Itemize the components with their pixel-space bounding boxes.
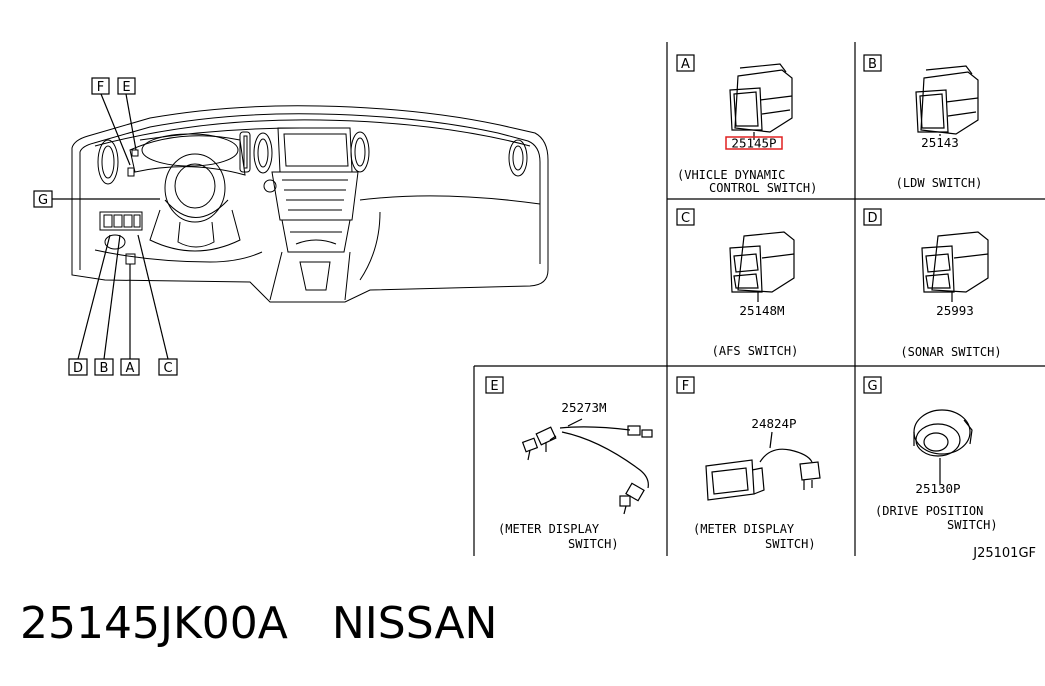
- panel-letters: A B C D E F G: [490, 57, 877, 394]
- switch-f-illustration: [705, 431, 821, 501]
- panel-a-desc-line1: (VHICLE DYNAMIC: [677, 168, 785, 182]
- panel-letter-boxes: [485, 54, 882, 394]
- panel-c-desc-line1: (AFS SWITCH): [712, 344, 799, 358]
- panel-a-desc-line2: CONTROL SWITCH): [709, 181, 817, 195]
- harness-e-illustration: [521, 418, 653, 515]
- switch-b-illustration: [915, 65, 979, 136]
- switch-a-illustration: [729, 63, 793, 140]
- panel-f-part-number: 24824P: [751, 416, 796, 431]
- dashboard-illustration: [71, 105, 549, 303]
- panel-g-part-number: 25130P: [915, 481, 960, 496]
- panel-f-desc-line2: SWITCH): [765, 537, 816, 551]
- panel-e-desc-line2: SWITCH): [568, 537, 619, 551]
- callout-f: F: [97, 80, 104, 95]
- panel-e-letter: E: [490, 379, 498, 394]
- panel-a-letter: A: [681, 57, 690, 72]
- panel-g-letter: G: [867, 379, 877, 394]
- panel-e-desc-line1: (METER DISPLAY: [498, 522, 600, 536]
- callout-b: B: [100, 361, 109, 376]
- panel-b-desc-line1: (LDW SWITCH): [896, 176, 983, 190]
- callout-a: A: [126, 361, 135, 376]
- switch-c-illustration: [729, 231, 795, 302]
- panel-grid: [473, 42, 1045, 556]
- part-numbers: 25145P 25143 25148M 25993 25273M 24824P …: [561, 135, 973, 496]
- panel-c-part-number: 25148M: [739, 303, 784, 318]
- callout-g: G: [38, 193, 48, 208]
- panel-g-desc-line1: (DRIVE POSITION: [875, 504, 983, 518]
- switch-d-illustration: [921, 231, 989, 302]
- panel-g-desc-line2: SWITCH): [947, 518, 998, 532]
- panel-e-part-number: 25273M: [561, 400, 606, 415]
- panel-d-desc-line1: (SONAR SWITCH): [900, 345, 1001, 359]
- callout-c: C: [163, 361, 172, 376]
- panel-b-letter: B: [868, 57, 877, 72]
- part-number-footer: 25145JK00A NISSAN: [20, 598, 497, 649]
- callout-e: E: [122, 80, 130, 95]
- panel-f-letter: F: [682, 379, 689, 394]
- switch-g-illustration: [913, 409, 973, 484]
- panel-a-part-number: 25145P: [731, 136, 776, 151]
- panel-d-part-number: 25993: [936, 303, 974, 318]
- panel-f-desc-line1: (METER DISPLAY: [693, 522, 795, 536]
- part-descriptions: (VHICLE DYNAMIC CONTROL SWITCH) (LDW SWI…: [498, 168, 1002, 551]
- part-number-highlight: [725, 136, 783, 150]
- panel-c-letter: C: [681, 211, 690, 226]
- diagram-code: J25101GF: [972, 546, 1036, 561]
- footer-brand: NISSAN: [331, 598, 498, 649]
- overview-callouts: [33, 77, 178, 376]
- panel-b-part-number: 25143: [921, 135, 959, 150]
- footer-part-number: 25145JK00A: [20, 598, 288, 649]
- callout-d: D: [73, 361, 83, 376]
- overview-callout-labels: F E G D B A C: [38, 80, 173, 376]
- panel-d-letter: D: [867, 211, 877, 226]
